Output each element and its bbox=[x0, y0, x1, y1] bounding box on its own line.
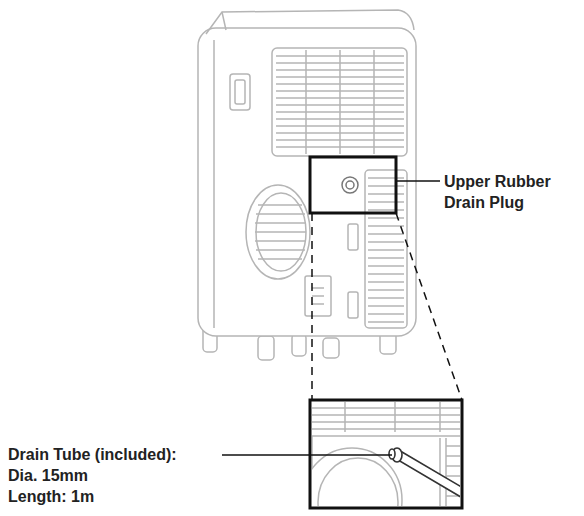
zoom-frame bbox=[310, 400, 462, 508]
dimension-label: Dia. 15mm bbox=[8, 465, 218, 486]
zoom-detail bbox=[312, 402, 460, 506]
leader-line bbox=[222, 181, 440, 455]
dimension-label: Length: 1m bbox=[8, 486, 218, 507]
part-label: Drain Tube (included): bbox=[8, 444, 218, 465]
projection-line bbox=[312, 213, 462, 400]
part-label: Upper Rubber Drain Plug bbox=[444, 171, 580, 213]
air-conditioner-unit bbox=[198, 10, 416, 360]
zoom-frame bbox=[310, 157, 396, 213]
